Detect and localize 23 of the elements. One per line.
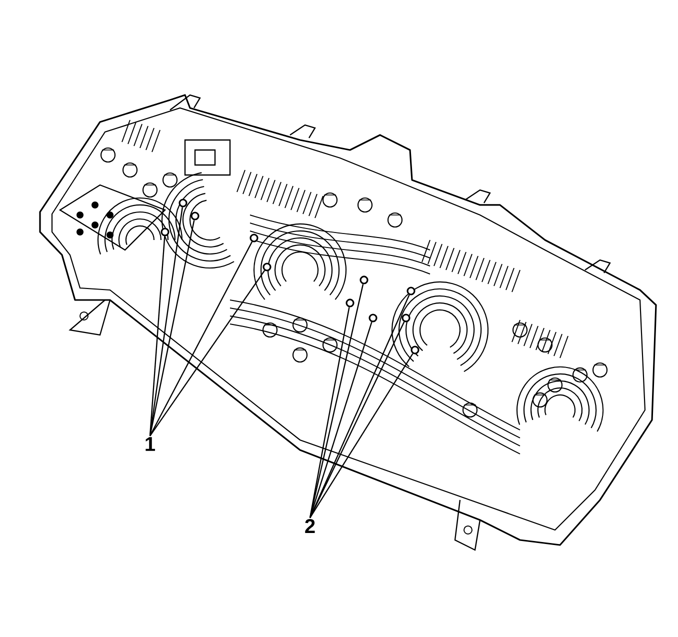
contact-point bbox=[160, 228, 170, 236]
leader-line bbox=[149, 207, 183, 436]
leader-line bbox=[309, 307, 350, 518]
leader-line bbox=[150, 270, 266, 436]
leader-line bbox=[309, 294, 410, 518]
contact-point bbox=[262, 262, 272, 272]
leader-line bbox=[149, 242, 253, 436]
leader-line bbox=[149, 236, 166, 436]
leader-line bbox=[309, 284, 364, 518]
leader-line bbox=[310, 353, 414, 518]
callout-number: 1 bbox=[146, 437, 156, 451]
contact-point bbox=[368, 314, 378, 322]
leader-line bbox=[149, 220, 195, 436]
contact-point bbox=[410, 346, 420, 354]
contact-point bbox=[250, 234, 258, 242]
contact-point bbox=[190, 212, 200, 220]
contact-point bbox=[406, 286, 416, 296]
contact-point bbox=[402, 314, 410, 322]
contact-point bbox=[178, 198, 188, 208]
contact-point bbox=[360, 276, 368, 284]
leader-line bbox=[309, 322, 372, 518]
contact-point bbox=[346, 298, 354, 308]
callout-number: 2 bbox=[305, 519, 315, 533]
